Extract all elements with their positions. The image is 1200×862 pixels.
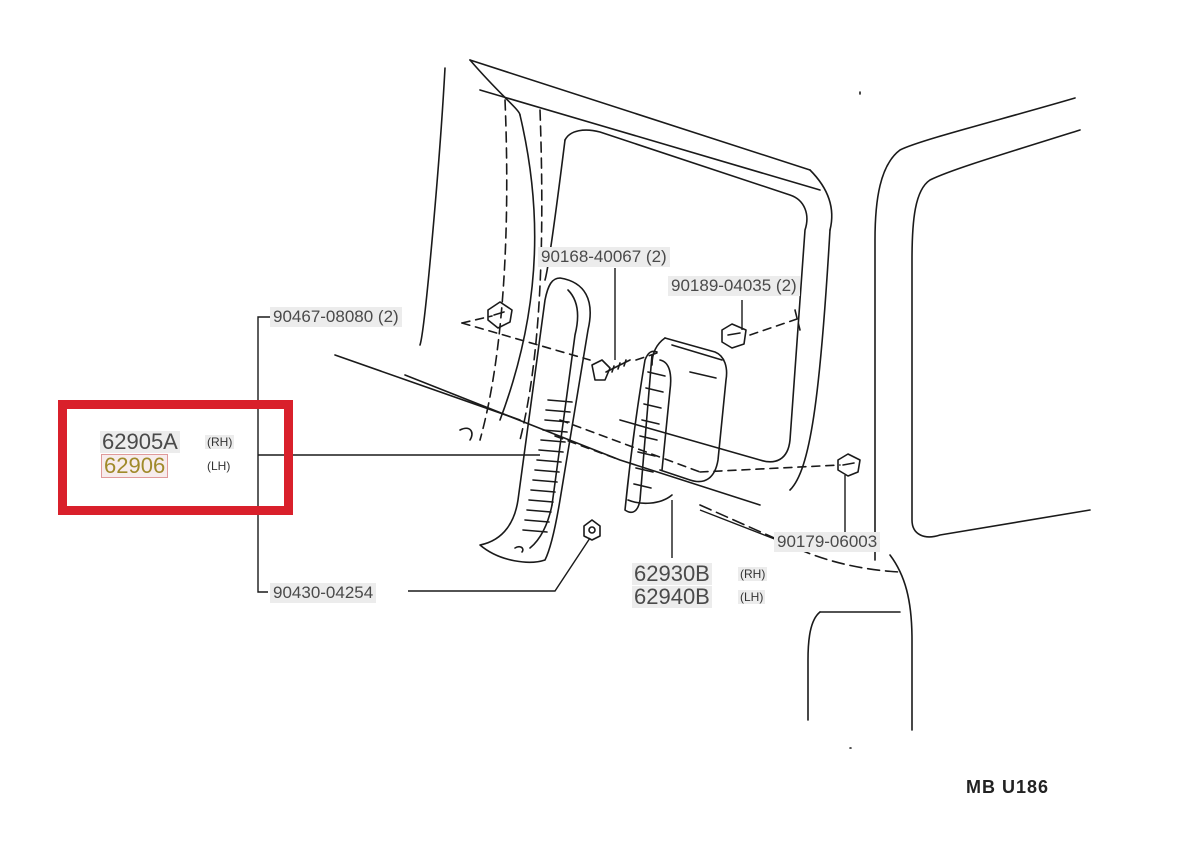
rear-body-outline bbox=[807, 91, 1091, 749]
bolt-90467 bbox=[487, 301, 513, 329]
label-part-62905a: 62905A bbox=[100, 429, 180, 454]
alignment-dashes bbox=[461, 309, 841, 473]
trim-vent-slats bbox=[522, 399, 573, 533]
label-screw-90168: 90168-40067 (2) bbox=[538, 247, 670, 267]
highlight-box bbox=[58, 400, 293, 515]
quarter-window bbox=[544, 129, 808, 463]
label-nut-90430: 90430-04254 bbox=[270, 583, 377, 603]
body-pillar-outline bbox=[419, 59, 833, 491]
screw-90168 bbox=[591, 359, 631, 381]
clip-90179 bbox=[837, 453, 861, 477]
duct-grille bbox=[633, 371, 666, 489]
tag-lh-main: (LH) bbox=[207, 459, 231, 473]
label-part-62940b: 62940B bbox=[632, 584, 712, 609]
clip-90189 bbox=[721, 323, 747, 349]
tag-rh-duct: (RH) bbox=[738, 567, 768, 581]
label-clip-90189: 90189-04035 (2) bbox=[668, 276, 800, 296]
tag-lh-duct: (LH) bbox=[738, 590, 766, 604]
label-part-62930b: 62930B bbox=[632, 561, 712, 586]
vent-duct bbox=[624, 337, 728, 514]
diagram-ref-code: MB U186 bbox=[966, 777, 1050, 797]
label-part-62906: 62906 bbox=[101, 454, 169, 478]
nut-90430 bbox=[583, 519, 601, 541]
leader-lines bbox=[257, 268, 846, 593]
tag-rh-main: (RH) bbox=[205, 435, 235, 449]
label-bolt-90467: 90467-08080 (2) bbox=[270, 307, 402, 327]
pillar-trim-panel bbox=[479, 277, 591, 563]
label-clip-90179: 90179-06003 bbox=[774, 532, 881, 552]
